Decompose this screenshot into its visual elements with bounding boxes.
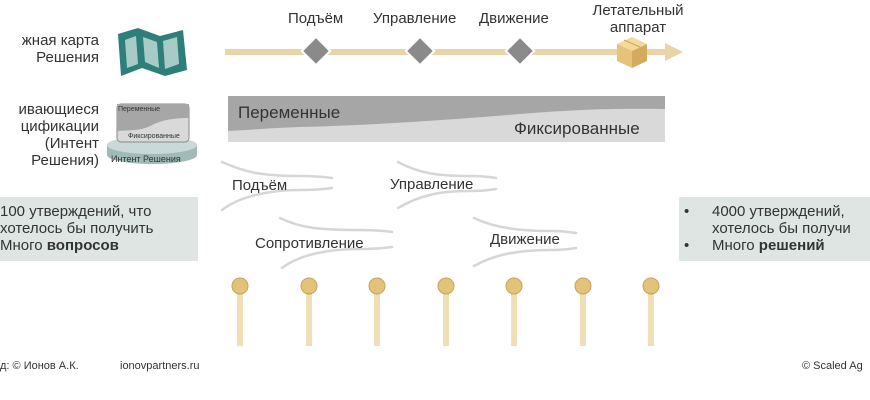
spec-label-line4: Решения) bbox=[31, 152, 99, 169]
left-summary-line1: 100 утверждений, что bbox=[0, 203, 152, 220]
pin-row bbox=[231, 277, 660, 346]
left-summary-box bbox=[0, 197, 198, 261]
footer-copyright: © Scaled Ag bbox=[802, 360, 863, 372]
milestone-diamond-3 bbox=[504, 35, 536, 67]
footer-site-link[interactable]: ionovpartners.ru bbox=[120, 360, 200, 372]
flow-curves bbox=[220, 160, 578, 270]
spec-bar-variable-label: Переменные bbox=[238, 103, 341, 122]
right-summary-bullet-1: • 4000 утверждений, bbox=[684, 203, 870, 220]
right-summary-box bbox=[679, 197, 870, 261]
left-summary-text: 100 утверждений, что хотелось бы получит… bbox=[0, 203, 196, 254]
milestone-label-2: Управление bbox=[373, 10, 457, 27]
flow-label-lift: Подъём bbox=[232, 177, 288, 194]
folded-map-icon bbox=[118, 28, 187, 76]
pin bbox=[505, 277, 523, 346]
roadmap-label-line2: Решения bbox=[36, 49, 99, 66]
spec-bar-fixed-label: Фиксированные bbox=[514, 119, 640, 138]
pin bbox=[437, 277, 455, 346]
timeline-end-label-line1: Летательный bbox=[592, 2, 684, 19]
roadmap-label-line1: жная карта bbox=[21, 32, 99, 49]
milestone-label-1: Подъём bbox=[288, 10, 344, 27]
timeline-end-label-line2: аппарат bbox=[609, 19, 667, 36]
spec-icon-variable-label: Переменные bbox=[118, 106, 161, 113]
right-summary-line1: 4000 утверждений, bbox=[712, 203, 845, 220]
flow-label-drag: Сопротивление bbox=[255, 235, 364, 252]
milestone-diamond-1 bbox=[300, 35, 332, 67]
timeline-end-label: Летательный аппарат bbox=[578, 2, 698, 36]
flow-label-control: Управление bbox=[390, 176, 474, 193]
right-summary-line2: хотелось бы получи bbox=[712, 220, 851, 237]
package-icon bbox=[617, 37, 647, 68]
footer-credit: д: © Ионов А.К. bbox=[0, 360, 79, 372]
right-summary-text: • 4000 утверждений, хотелось бы получи •… bbox=[684, 203, 870, 254]
spec-icon-fixed-label: Фиксированные bbox=[128, 133, 180, 140]
bullet-dot: • bbox=[684, 237, 690, 254]
left-summary-line2: хотелось бы получить bbox=[0, 220, 154, 237]
right-summary-line3: Много решений bbox=[712, 237, 825, 254]
spec-icon bbox=[107, 103, 197, 164]
roadmap-label: жная карта Решения bbox=[22, 32, 99, 66]
spec-label: ивающиеся цификации (Интент Решения) bbox=[19, 101, 99, 169]
pin bbox=[574, 277, 592, 346]
left-summary-line3: Много вопросов bbox=[0, 237, 119, 254]
pin bbox=[300, 277, 318, 346]
milestone-label-3: Движение bbox=[479, 10, 549, 27]
spec-icon-base-label: Интент Решения bbox=[111, 154, 181, 164]
flow-label-thrust: Движение bbox=[490, 231, 560, 248]
spec-bar bbox=[228, 96, 665, 142]
pin bbox=[231, 277, 249, 346]
timeline-arrow-head bbox=[665, 43, 683, 61]
pin bbox=[642, 277, 660, 346]
milestone-diamond-2 bbox=[404, 35, 436, 67]
spec-label-line3: (Интент bbox=[44, 135, 99, 152]
spec-label-line1: ивающиеся bbox=[18, 101, 99, 118]
spec-label-line2: цификации bbox=[20, 118, 99, 135]
pin bbox=[368, 277, 386, 346]
timeline-bar bbox=[225, 49, 665, 55]
right-summary-bullet-2: • Много решений bbox=[684, 237, 870, 254]
bullet-dot: • bbox=[684, 203, 690, 220]
